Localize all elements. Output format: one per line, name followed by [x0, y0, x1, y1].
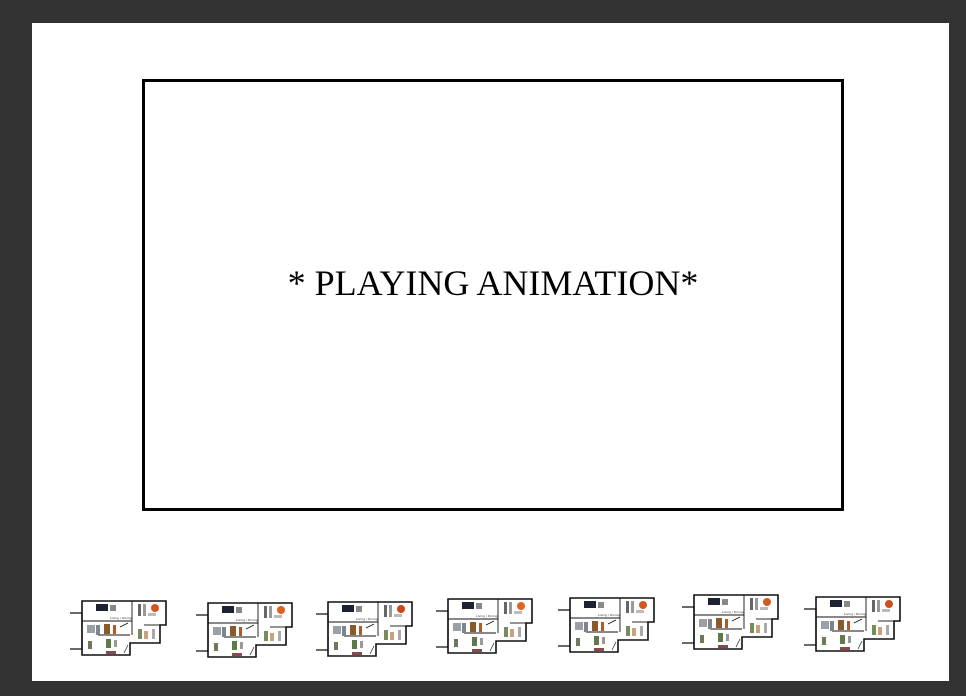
thumbnail-4[interactable]: Living / Dining [434, 593, 534, 663]
floorplan-drawing: Living / Dining [556, 592, 656, 662]
playing-animation-label: * PLAYING ANIMATION* [288, 262, 699, 304]
thumbnail-6[interactable]: Living / Dining [680, 589, 780, 659]
svg-text:Living / Dining: Living / Dining [356, 617, 378, 621]
floorplan-drawing: Living / Dining [314, 596, 414, 666]
floorplan-drawing: Living / Dining [680, 589, 780, 659]
floorplan-drawing: Living / Dining [802, 591, 902, 661]
floorplan-drawing: Living / Dining [434, 593, 534, 663]
floorplan-drawing: Living / Dining [68, 595, 168, 665]
thumbnail-2[interactable]: Living / Dining [194, 597, 294, 667]
thumbnail-5[interactable]: Living / Dining [556, 592, 656, 662]
svg-text:Living / Dining: Living / Dining [844, 612, 866, 616]
thumbnail-1[interactable]: Living / Dining [68, 595, 168, 665]
floorplan-drawing: Living / Dining [194, 597, 294, 667]
svg-text:Living / Dining: Living / Dining [476, 614, 498, 618]
svg-text:Living / Dining: Living / Dining [722, 610, 744, 614]
svg-text:Living / Dining: Living / Dining [236, 618, 258, 622]
svg-text:Living / Dining: Living / Dining [110, 616, 132, 620]
thumbnail-3[interactable]: Living / Dining [314, 596, 414, 666]
svg-text:Living / Dining: Living / Dining [598, 613, 620, 617]
thumbnail-7[interactable]: Living / Dining [802, 591, 902, 661]
animation-stage: * PLAYING ANIMATION* [142, 79, 844, 511]
